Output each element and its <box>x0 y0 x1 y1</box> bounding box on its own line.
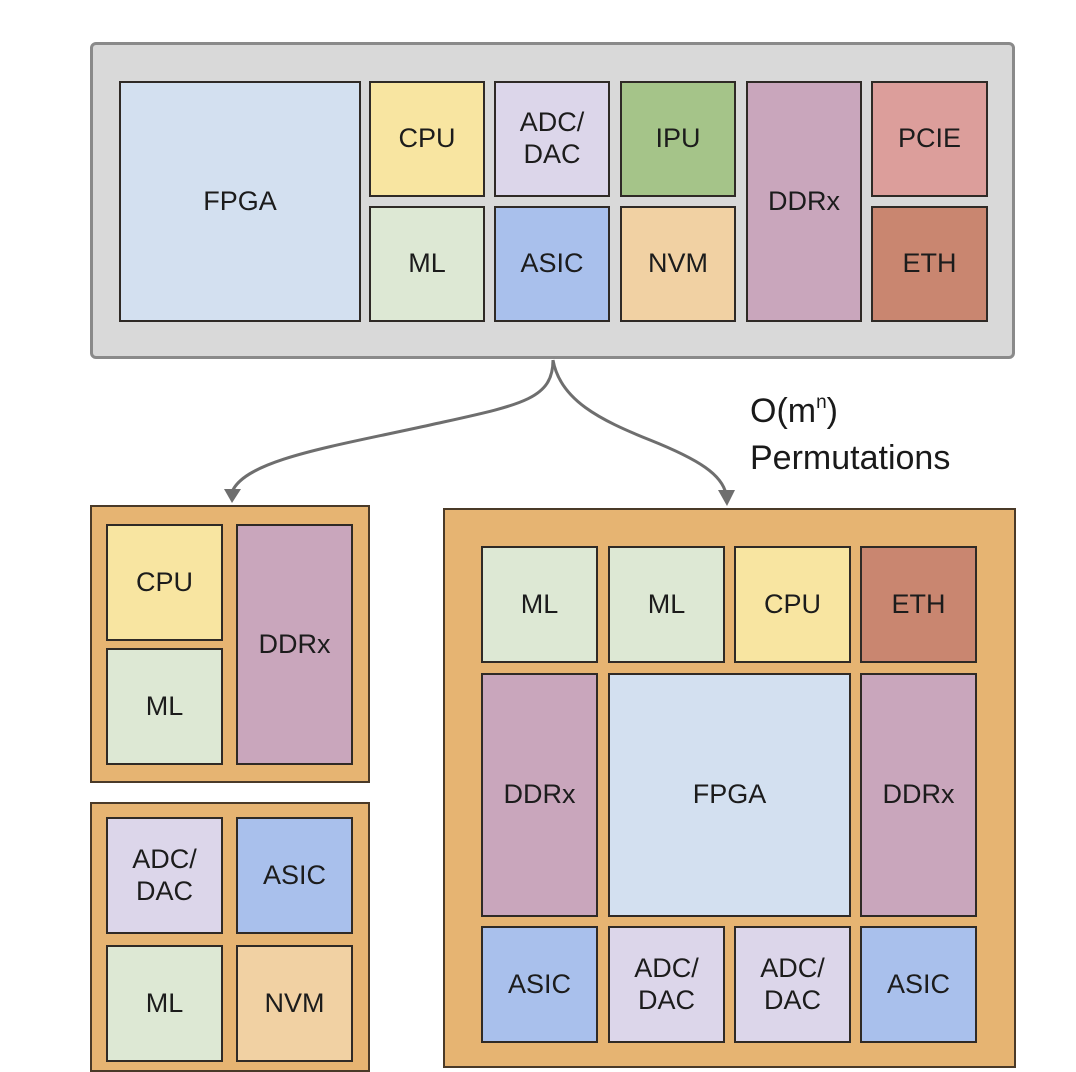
block-label: FPGA <box>692 779 767 810</box>
block-nvm: NVM <box>620 206 736 322</box>
block-asic: ASIC <box>481 926 598 1043</box>
block-asic: ASIC <box>236 817 353 934</box>
block-label: DDRx <box>503 779 576 810</box>
block-label: PCIE <box>897 123 962 154</box>
block-fpga: FPGA <box>608 673 851 917</box>
complexity-label: O(mn) <box>750 392 838 430</box>
block-adc-dac: ADC/ DAC <box>106 817 223 934</box>
block-label: FPGA <box>203 185 277 216</box>
block-ddrx: DDRx <box>236 524 353 765</box>
block-pcie: PCIE <box>871 81 988 197</box>
block-adc-dac: ADC/ DAC <box>608 926 725 1043</box>
arrow-to-small-variants <box>230 359 555 493</box>
arrow-to-large-variant <box>551 359 728 495</box>
block-ddrx: DDRx <box>746 81 862 322</box>
arrowhead-right <box>718 490 735 506</box>
block-label: ML <box>145 987 184 1018</box>
block-label: ADC/ DAC <box>132 843 197 906</box>
block-label: NVM <box>648 248 708 279</box>
block-eth: ETH <box>860 546 977 663</box>
block-label: ML <box>520 588 559 619</box>
block-label: CPU <box>135 566 193 597</box>
block-ml: ML <box>608 546 725 663</box>
block-asic: ASIC <box>494 206 610 322</box>
block-label: DDRx <box>258 628 331 659</box>
block-label: ADC/ DAC <box>519 107 585 169</box>
block-label: CPU <box>398 123 456 154</box>
block-ml: ML <box>481 546 598 663</box>
block-label: ASIC <box>886 968 951 999</box>
block-label: ASIC <box>520 248 584 279</box>
complexity-close: ) <box>826 392 838 430</box>
block-fpga: FPGA <box>119 81 361 322</box>
block-ddrx: DDRx <box>860 673 977 917</box>
block-label: ADC/ DAC <box>634 952 699 1015</box>
block-label: ML <box>408 248 446 279</box>
arrowhead-left <box>224 489 241 503</box>
block-eth: ETH <box>871 206 988 322</box>
block-label: ASIC <box>262 859 327 890</box>
block-ipu: IPU <box>620 81 736 197</box>
block-label: ETH <box>891 588 946 619</box>
block-adc-dac: ADC/ DAC <box>494 81 610 197</box>
block-label: DDRx <box>882 779 955 810</box>
block-cpu: CPU <box>106 524 223 641</box>
block-cpu: CPU <box>369 81 485 197</box>
block-ml: ML <box>106 648 223 765</box>
block-ml: ML <box>106 945 223 1062</box>
complexity-base: O(m <box>750 392 817 430</box>
block-asic: ASIC <box>860 926 977 1043</box>
block-label: NVM <box>264 987 325 1018</box>
block-nvm: NVM <box>236 945 353 1062</box>
block-label: DDRx <box>768 185 840 216</box>
block-label: ASIC <box>507 968 572 999</box>
block-label: ML <box>145 690 184 721</box>
block-ddrx: DDRx <box>481 673 598 917</box>
block-cpu: CPU <box>734 546 851 663</box>
block-label: ADC/ DAC <box>760 952 825 1015</box>
block-label: IPU <box>655 123 701 154</box>
block-adc-dac: ADC/ DAC <box>734 926 851 1043</box>
block-label: CPU <box>763 588 821 619</box>
permutations-label: Permutations <box>750 439 951 477</box>
block-ml: ML <box>369 206 485 322</box>
block-label: ML <box>647 588 686 619</box>
block-label: ETH <box>902 248 957 279</box>
complexity-exponent: n <box>816 392 827 413</box>
